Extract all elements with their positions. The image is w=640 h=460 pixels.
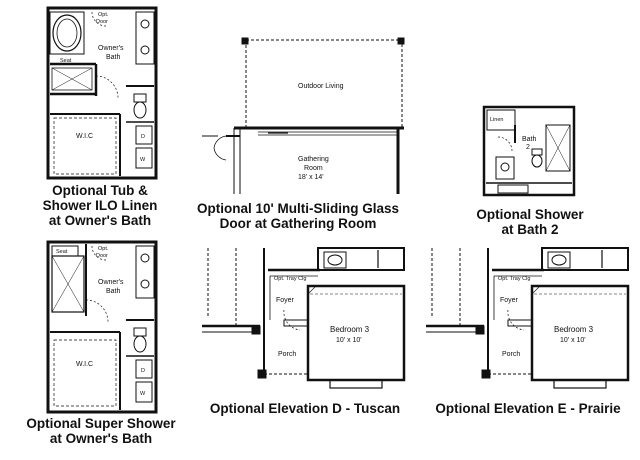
caption-tub-shower: Optional Tub & Shower ILO Linen at Owner… [10,183,190,228]
caption-super-shower: Optional Super Shower at Owner's Bath [6,416,196,446]
linen-label: Linen [490,117,503,123]
caption-line: Optional Tub & [52,183,148,198]
plan-bath-2: Linen Bath 2 [478,103,578,199]
caption-line: Optional Elevation D - Tuscan [209,401,401,416]
opt-door-label-1: Opt. [98,246,109,252]
bedroom-size-label: 10' x 10' [336,337,362,344]
floor-plan-drawing: Opt. Tray Clg Foyer Porch Bedroom 3 10' … [426,247,630,389]
floor-plan-drawing: Seat Opt. Door Owner's Bath W.I.C D W [46,240,158,414]
bath2-label-1: Bath [522,136,537,143]
floor-plan-drawing: Outdoor Living Gathering Room 18' x 14' [202,37,405,194]
gathering-label-1: Gathering [298,156,329,163]
seat-label: Seat [60,58,72,64]
gathering-label-3: 18' x 14' [298,174,324,181]
bedroom-size-label: 10' x 10' [560,337,586,344]
room-label-owners: Owner's [98,45,124,52]
caption-line: Optional 10' Multi-Sliding Glass [197,201,399,216]
room-label-owners: Owner's [98,279,124,286]
foyer-label: Foyer [500,297,519,304]
room-label-bath: Bath [106,288,121,295]
porch-label: Porch [502,351,520,358]
dryer-label: D [141,134,145,140]
tray-ceiling-label: Opt. Tray Clg [498,276,530,282]
wic-label: W.I.C [76,133,93,140]
opt-door-label-2: Door [96,253,108,259]
caption-line: Optional Shower [476,207,584,222]
porch-label: Porch [278,351,296,358]
seat-label: Seat [56,249,68,255]
caption-line: at Owner's Bath [49,431,153,446]
plan-elevation-e: Opt. Tray Clg Foyer Porch Bedroom 3 10' … [424,246,634,392]
bath2-label-2: 2 [526,144,530,151]
caption-line: Shower ILO Linen [42,198,158,213]
opt-door-label-2: Door [96,19,108,25]
washer-label: W [140,157,146,163]
floor-plan-drawing: Opt. Tray Clg Foyer Porch Bedroom 3 10' … [202,247,406,389]
dryer-label: D [141,368,145,374]
caption-bath-2: Optional Shower at Bath 2 [450,207,610,237]
caption-line: at Bath 2 [501,222,559,237]
floor-plan-drawing: Linen Bath 2 [482,105,576,197]
caption-sliding-door: Optional 10' Multi-Sliding Glass Door at… [186,201,410,231]
caption-elevation-e: Optional Elevation E - Prairie [418,401,638,416]
floor-plan-drawing: Opt. Door Owner's Bath Seat W.I.C D W [46,6,158,180]
washer-label: W [140,391,146,397]
bedroom-label: Bedroom 3 [330,325,370,334]
bedroom-label: Bedroom 3 [554,325,594,334]
plan-tub-shower: Opt. Door Owner's Bath Seat W.I.C D W [40,6,170,182]
plan-elevation-d: Opt. Tray Clg Foyer Porch Bedroom 3 10' … [200,246,410,392]
foyer-label: Foyer [276,297,295,304]
tray-ceiling-label: Opt. Tray Clg [274,276,306,282]
opt-door-label-1: Opt. [98,12,109,18]
plan-sliding-door: Outdoor Living Gathering Room 18' x 14' [198,36,408,198]
outdoor-living-label: Outdoor Living [298,83,344,90]
caption-line: Optional Elevation E - Prairie [435,401,621,416]
plan-super-shower: Seat Opt. Door Owner's Bath W.I.C D W [40,240,170,416]
caption-elevation-d: Optional Elevation D - Tuscan [195,401,415,416]
caption-line: at Owner's Bath [48,213,152,228]
room-label-bath: Bath [106,54,121,61]
wic-label: W.I.C [76,361,93,368]
caption-line: Door at Gathering Room [219,216,377,231]
gathering-label-2: Room [304,165,323,172]
caption-line: Optional Super Shower [26,416,176,431]
